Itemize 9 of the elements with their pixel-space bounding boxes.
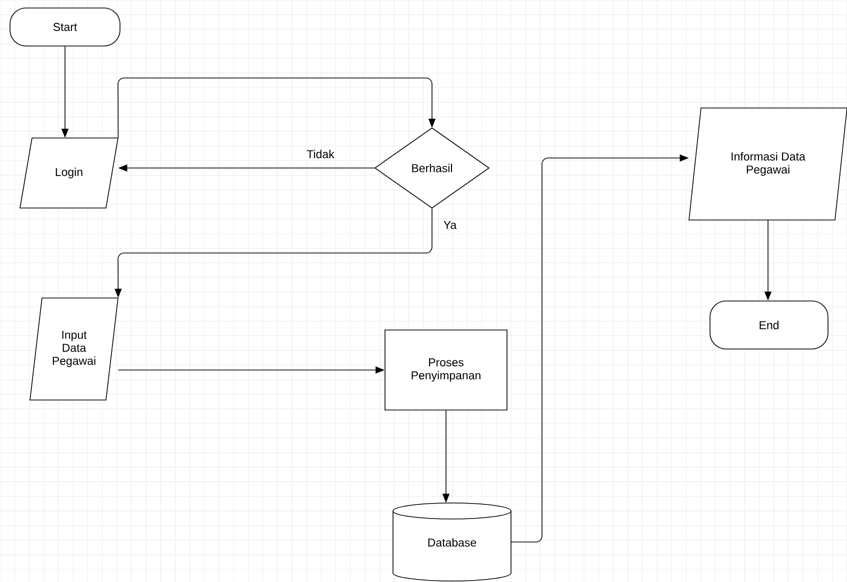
process-box: Proses Penyimpanan [384,330,508,410]
data-parallelogram: Input Data Pegawai [30,298,118,400]
database-cylinder: Database [392,502,512,582]
data-parallelogram: Login [20,138,118,208]
edge-label: Tidak [306,148,336,160]
node-label: Informasi Data Pegawai [732,152,806,176]
node-label: Database [428,538,476,547]
arrow [118,78,436,138]
data-parallelogram: Informasi Data Pegawai [688,108,847,220]
